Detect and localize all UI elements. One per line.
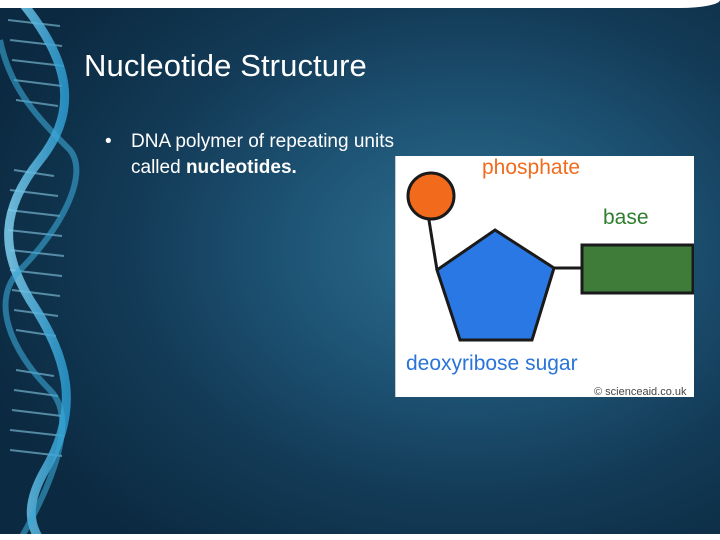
base-label: base (603, 206, 649, 229)
base-rectangle (580, 243, 694, 295)
slide-top-border (0, 0, 720, 8)
slide-title: Nucleotide Structure (84, 48, 367, 83)
slide-bottom-border (0, 534, 720, 540)
dna-helix-graphic (0, 0, 80, 540)
phosphate-circle (406, 171, 456, 221)
phosphate-label: phosphate (482, 156, 581, 179)
nucleotide-diagram-graphic (406, 171, 694, 342)
deoxyribose-sugar-label: deoxyribose sugar (406, 352, 578, 375)
image-credit: © scienceaid.co.uk (594, 386, 687, 398)
bullet-emphasis: nucleotides. (185, 157, 297, 178)
bullet-text: DNA polymer of repeating units called (131, 131, 394, 178)
nucleotide-diagram: phosphate base deoxyribose sugar © scien… (395, 156, 694, 398)
bullet-list: • DNA polymer of repeating units called … (105, 129, 395, 181)
bullet-marker: • (105, 131, 112, 152)
phosphate-sugar-bond (426, 213, 439, 271)
bullet-item: • DNA polymer of repeating units called … (105, 129, 395, 181)
deoxyribose-pentagon (435, 228, 556, 342)
